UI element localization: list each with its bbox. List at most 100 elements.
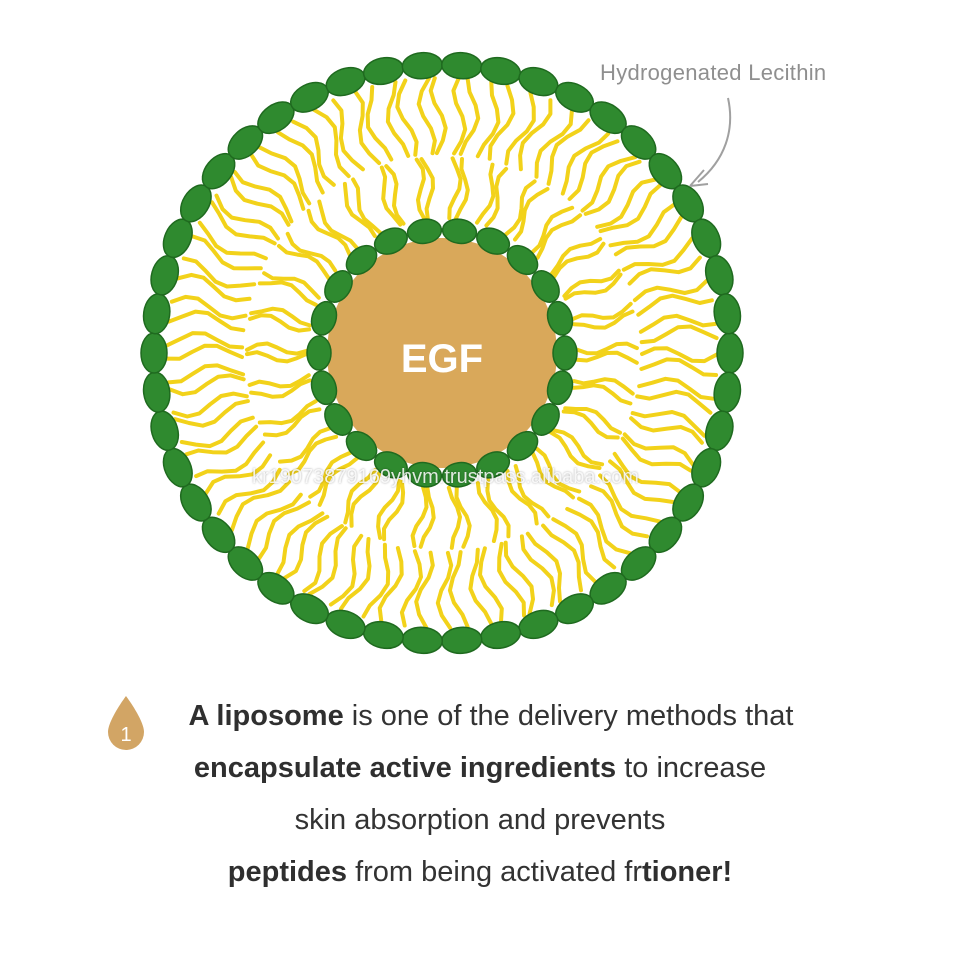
lipid-tail — [562, 268, 621, 298]
lipid-tail — [447, 156, 463, 221]
lipid-tail — [598, 473, 662, 524]
lipid-head — [401, 626, 444, 655]
lipid-tail — [361, 542, 391, 619]
lipid-tail — [637, 376, 716, 401]
lipid-tail — [458, 77, 481, 156]
lipid-head — [142, 293, 171, 335]
lipid-tail — [468, 547, 494, 626]
lipid-tail — [278, 426, 332, 464]
lipid-head — [345, 244, 378, 276]
lipid-head — [531, 403, 560, 436]
lipid-tail — [384, 164, 406, 226]
lipid-tail — [530, 205, 575, 255]
lipid-tail — [331, 98, 365, 172]
lipid-tail — [636, 293, 714, 317]
lipid-tail — [549, 430, 602, 470]
lipid-tail — [639, 324, 719, 345]
lipid-head — [373, 227, 408, 255]
lipid-head — [440, 51, 483, 80]
lipid-tail — [385, 80, 411, 158]
lipid-tail — [245, 492, 303, 550]
lipid-tail — [194, 440, 266, 479]
lipid-tail — [197, 220, 268, 261]
lipid-head — [506, 244, 539, 276]
lipid-tail — [257, 280, 318, 307]
lipid-tail — [629, 416, 704, 445]
lipid-tail — [190, 234, 263, 271]
lipid-head — [140, 332, 168, 374]
lipid-head — [518, 66, 559, 97]
lipid-tail — [257, 399, 318, 426]
lipid-head — [345, 430, 378, 462]
lipid-tail — [513, 464, 551, 519]
inner-lipid-tails — [245, 156, 639, 550]
lipid-tail — [598, 183, 662, 234]
lipid-tail — [546, 118, 591, 186]
drop-number-icon: 1 — [108, 696, 144, 750]
lipid-head — [480, 620, 522, 650]
lipid-tail — [166, 363, 246, 385]
lipid-tail — [571, 309, 635, 330]
lipid-head — [506, 430, 539, 462]
lipid-tail — [379, 165, 403, 227]
lipid-tail — [410, 484, 429, 548]
lipid-tail — [454, 485, 472, 549]
lipid-tail — [570, 301, 633, 321]
lipid-tail — [306, 208, 352, 257]
lipid-head — [362, 620, 404, 650]
lipid-head — [325, 609, 366, 640]
lipid-tail — [339, 537, 372, 611]
lipid-tail — [567, 139, 620, 201]
lipid-tail — [525, 531, 562, 604]
lipid-head — [546, 300, 574, 336]
lipid-tail — [307, 526, 348, 596]
outer-lipid-heads — [140, 51, 744, 655]
lipid-tail — [249, 378, 312, 399]
lipid-tail — [166, 309, 246, 333]
lipid-tail — [257, 145, 312, 206]
lipid-tail — [475, 80, 501, 159]
lipid-tail — [229, 479, 292, 533]
lipid-tail — [485, 477, 511, 539]
hydrogenated-lecithin-label: Hydrogenated Lecithin — [600, 60, 827, 85]
lipid-tail — [245, 350, 309, 364]
lipid-tail — [311, 107, 351, 179]
lipid-tail — [165, 343, 244, 361]
lipid-head — [310, 370, 338, 406]
lipid-tail — [639, 357, 719, 377]
lipid-tail — [184, 424, 259, 457]
lipid-tail — [561, 409, 620, 440]
lipid-tail — [572, 377, 635, 396]
lipid-tail — [214, 193, 280, 241]
lipid-tail — [308, 450, 353, 499]
lipid-head — [546, 370, 574, 406]
caption-line-1: A liposome is one of the delivery method… — [188, 700, 794, 732]
inner-lipid-heads — [306, 218, 578, 488]
lipid-tail — [435, 550, 454, 630]
lipid-tail — [302, 524, 344, 593]
lipid-tail — [419, 157, 435, 221]
lipid-tail — [275, 511, 325, 576]
lipid-head — [142, 371, 171, 413]
lipid-tail — [287, 434, 339, 476]
lipid-tail — [377, 546, 404, 624]
lecithin-arrow — [697, 97, 732, 183]
lipid-tail — [248, 313, 312, 333]
outer-lipid-tails — [165, 76, 719, 630]
lipid-tail — [365, 85, 394, 162]
lipid-tail — [583, 159, 642, 216]
lipid-head — [362, 56, 404, 86]
lipid-tail — [203, 453, 273, 496]
lipid-head — [401, 51, 444, 80]
caption-line-3: skin absorption and prevents — [294, 804, 666, 836]
lipid-head — [476, 451, 511, 479]
lipid-tail — [560, 131, 611, 196]
lipid-head — [713, 371, 742, 413]
lipid-head — [440, 626, 483, 655]
lipid-tail — [414, 157, 427, 222]
lipid-tail — [416, 76, 437, 156]
watermark-text: kr19073879169yhvm.trustpass.alibaba.com — [252, 466, 639, 488]
lipid-tail — [179, 415, 255, 449]
lipid-tail — [257, 500, 311, 561]
lipid-tail — [245, 341, 309, 356]
